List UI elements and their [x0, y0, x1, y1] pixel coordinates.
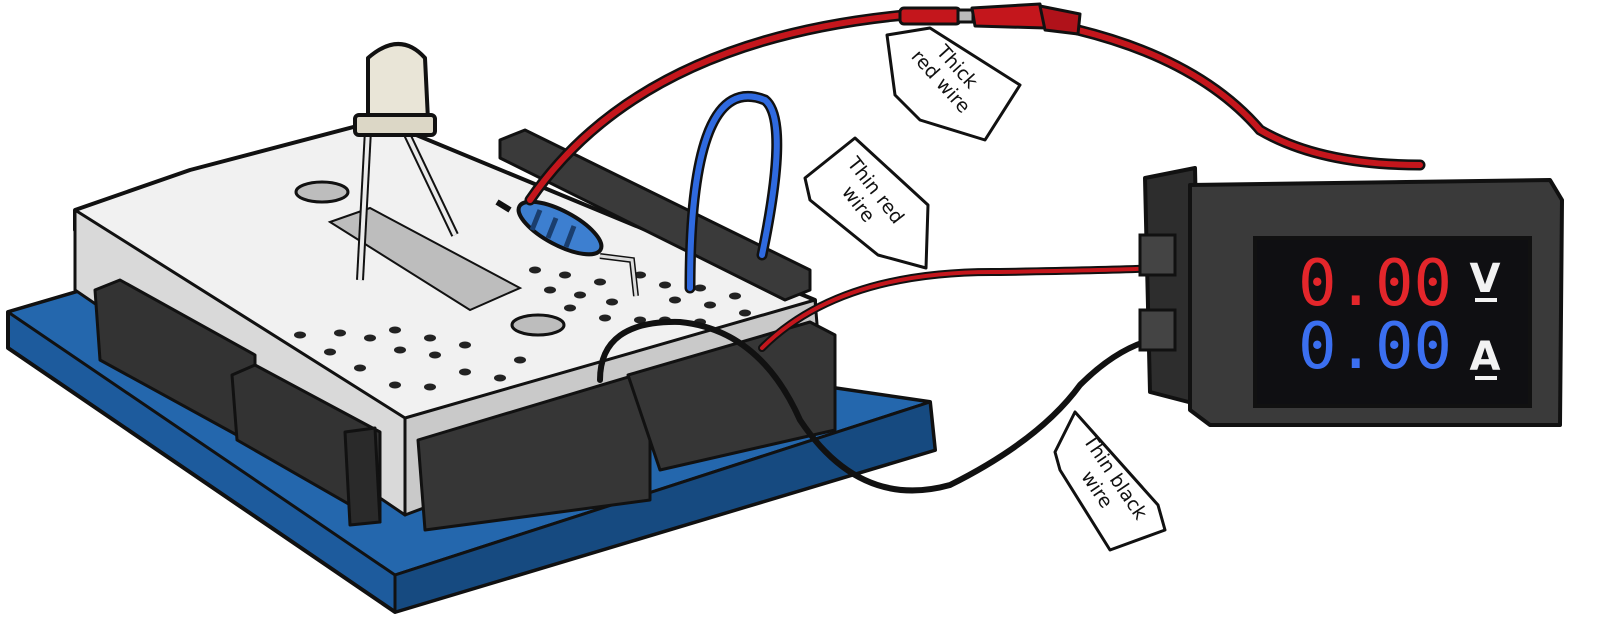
- voltage-reading: 0.00: [1298, 247, 1452, 321]
- thin-black-wire: [597, 318, 1163, 494]
- voltmeter-ammeter-icon: 0.00 0.00 V A: [1138, 166, 1564, 427]
- breadboard: [73, 118, 837, 532]
- label-thin-black-wire: Thin black wire: [1053, 410, 1167, 552]
- current-reading: 0.00: [1298, 310, 1452, 384]
- led-icon: [353, 42, 459, 281]
- power-rail-front: [93, 278, 837, 532]
- thick-red-wire: [524, 9, 1426, 206]
- alligator-clip-icon: [898, 2, 1082, 36]
- label-thick-red-wire: Thick red wire: [885, 26, 1022, 142]
- breadboard-holes: [294, 266, 751, 391]
- breadboard-center-channel: [327, 206, 523, 312]
- label-thin-red-wire: Thin red wire: [803, 136, 930, 270]
- thin-red-wire: [758, 264, 1169, 352]
- resistor-icon: [495, 199, 639, 297]
- voltage-unit: V: [1470, 256, 1501, 302]
- power-rail-back: [498, 128, 812, 302]
- current-unit: A: [1470, 334, 1501, 380]
